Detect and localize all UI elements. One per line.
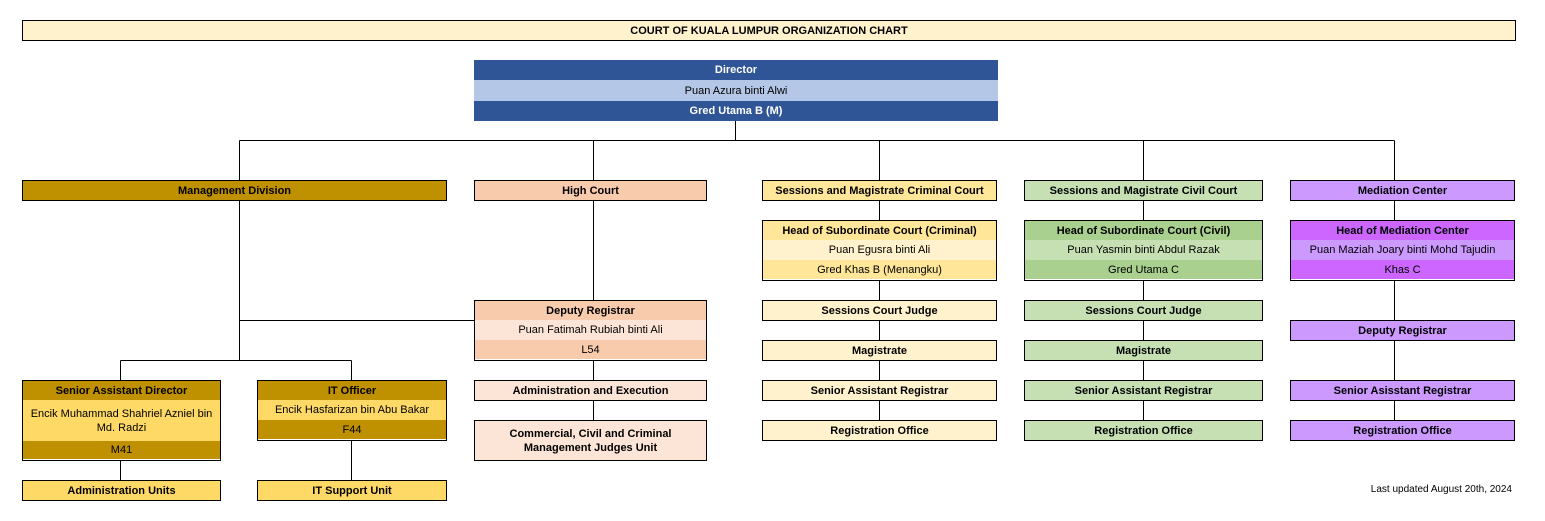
judges-unit-label: Commercial, Civil and Criminal Managemen…: [509, 427, 672, 454]
administration-execution-label: Administration and Execution: [512, 384, 669, 397]
judges-unit-node: Commercial, Civil and Criminal Managemen…: [474, 420, 707, 461]
civil-registration-office: Registration Office: [1024, 420, 1263, 441]
senior-assistant-director-role: Senior Assistant Director: [23, 381, 220, 400]
management-division-label: Management Division: [177, 184, 292, 197]
director-grade: Gred Utama B (M): [474, 101, 998, 121]
criminal-registration-office: Registration Office: [762, 420, 997, 441]
criminal-senior-registrar: Senior Assistant Registrar: [762, 380, 997, 401]
criminal-registration-office-label: Registration Office: [830, 424, 929, 437]
criminal-head-grade: Gred Khas B (Menangku): [763, 260, 996, 279]
mediation-center-label: Mediation Center: [1357, 184, 1448, 197]
high-court-deputy-registrar-role: Deputy Registrar: [475, 301, 706, 320]
criminal-court-header: Sessions and Magistrate Criminal Court: [762, 180, 997, 201]
criminal-sessions-judge-label: Sessions Court Judge: [821, 304, 938, 317]
civil-registration-office-label: Registration Office: [1094, 424, 1193, 437]
high-court-deputy-registrar-node: Deputy Registrar Puan Fatimah Rubiah bin…: [474, 300, 707, 361]
it-officer-role: IT Officer: [258, 381, 446, 400]
mediation-head-grade: Khas C: [1291, 260, 1514, 279]
civil-head-role: Head of Subordinate Court (Civil): [1025, 221, 1262, 240]
it-officer-name: Encik Hasfarizan bin Abu Bakar: [258, 400, 446, 420]
civil-magistrate: Magistrate: [1024, 340, 1263, 361]
administration-units-label: Administration Units: [67, 484, 176, 497]
director-role: Director: [474, 60, 998, 80]
senior-assistant-director-name: Encik Muhammad Shahriel Azniel bin Md. R…: [23, 400, 220, 441]
mediation-head-node: Head of Mediation Center Puan Maziah Joa…: [1290, 220, 1515, 281]
senior-assistant-director-grade: M41: [23, 441, 220, 459]
civil-sessions-judge: Sessions Court Judge: [1024, 300, 1263, 321]
civil-senior-registrar: Senior Assistant Registrar: [1024, 380, 1263, 401]
civil-head-grade: Gred Utama C: [1025, 260, 1262, 279]
civil-magistrate-label: Magistrate: [1115, 344, 1172, 357]
it-officer-node: IT Officer Encik Hasfarizan bin Abu Baka…: [257, 380, 447, 441]
civil-head-name: Puan Yasmin binti Abdul Razak: [1025, 240, 1262, 260]
it-officer-grade: F44: [258, 420, 446, 439]
criminal-magistrate-label: Magistrate: [851, 344, 908, 357]
high-court-label: High Court: [562, 184, 619, 197]
civil-head-node: Head of Subordinate Court (Civil) Puan Y…: [1024, 220, 1263, 281]
administration-units-node: Administration Units: [22, 480, 221, 501]
criminal-sessions-judge: Sessions Court Judge: [762, 300, 997, 321]
last-updated-note: Last updated August 20th, 2024: [1370, 484, 1512, 495]
criminal-senior-registrar-label: Senior Assistant Registrar: [810, 384, 949, 397]
administration-execution-node: Administration and Execution: [474, 380, 707, 401]
civil-court-header: Sessions and Magistrate Civil Court: [1024, 180, 1263, 201]
civil-court-label: Sessions and Magistrate Civil Court: [1049, 184, 1238, 197]
chart-title: COURT OF KUALA LUMPUR ORGANIZATION CHART: [22, 20, 1516, 41]
it-support-unit-node: IT Support Unit: [257, 480, 447, 501]
mediation-deputy-registrar: Deputy Registrar: [1290, 320, 1515, 341]
criminal-head-name: Puan Egusra binti Ali: [763, 240, 996, 260]
chart-title-text: COURT OF KUALA LUMPUR ORGANIZATION CHART: [630, 24, 908, 37]
mediation-registration-office-label: Registration Office: [1353, 424, 1452, 437]
criminal-head-role: Head of Subordinate Court (Criminal): [763, 221, 996, 240]
mediation-senior-registrar-label: Senior Asisstant Registrar: [1333, 384, 1472, 397]
high-court-deputy-registrar-name: Puan Fatimah Rubiah binti Ali: [475, 320, 706, 340]
management-division-header: Management Division: [22, 180, 447, 201]
civil-senior-registrar-label: Senior Assistant Registrar: [1074, 384, 1213, 397]
mediation-senior-registrar: Senior Asisstant Registrar: [1290, 380, 1515, 401]
mediation-head-role: Head of Mediation Center: [1291, 221, 1514, 240]
criminal-head-node: Head of Subordinate Court (Criminal) Pua…: [762, 220, 997, 281]
mediation-head-name: Puan Maziah Joary binti Mohd Tajudin: [1291, 240, 1514, 260]
director-name: Puan Azura binti Alwi: [474, 80, 998, 101]
criminal-court-label: Sessions and Magistrate Criminal Court: [775, 184, 984, 197]
it-support-unit-label: IT Support Unit: [312, 484, 392, 497]
criminal-magistrate: Magistrate: [762, 340, 997, 361]
high-court-header: High Court: [474, 180, 707, 201]
civil-sessions-judge-label: Sessions Court Judge: [1085, 304, 1202, 317]
senior-assistant-director-node: Senior Assistant Director Encik Muhammad…: [22, 380, 221, 461]
mediation-registration-office: Registration Office: [1290, 420, 1515, 441]
mediation-deputy-registrar-label: Deputy Registrar: [1358, 324, 1447, 337]
mediation-center-header: Mediation Center: [1290, 180, 1515, 201]
high-court-deputy-registrar-grade: L54: [475, 340, 706, 359]
director-node: Director Puan Azura binti Alwi Gred Utam…: [474, 60, 998, 121]
